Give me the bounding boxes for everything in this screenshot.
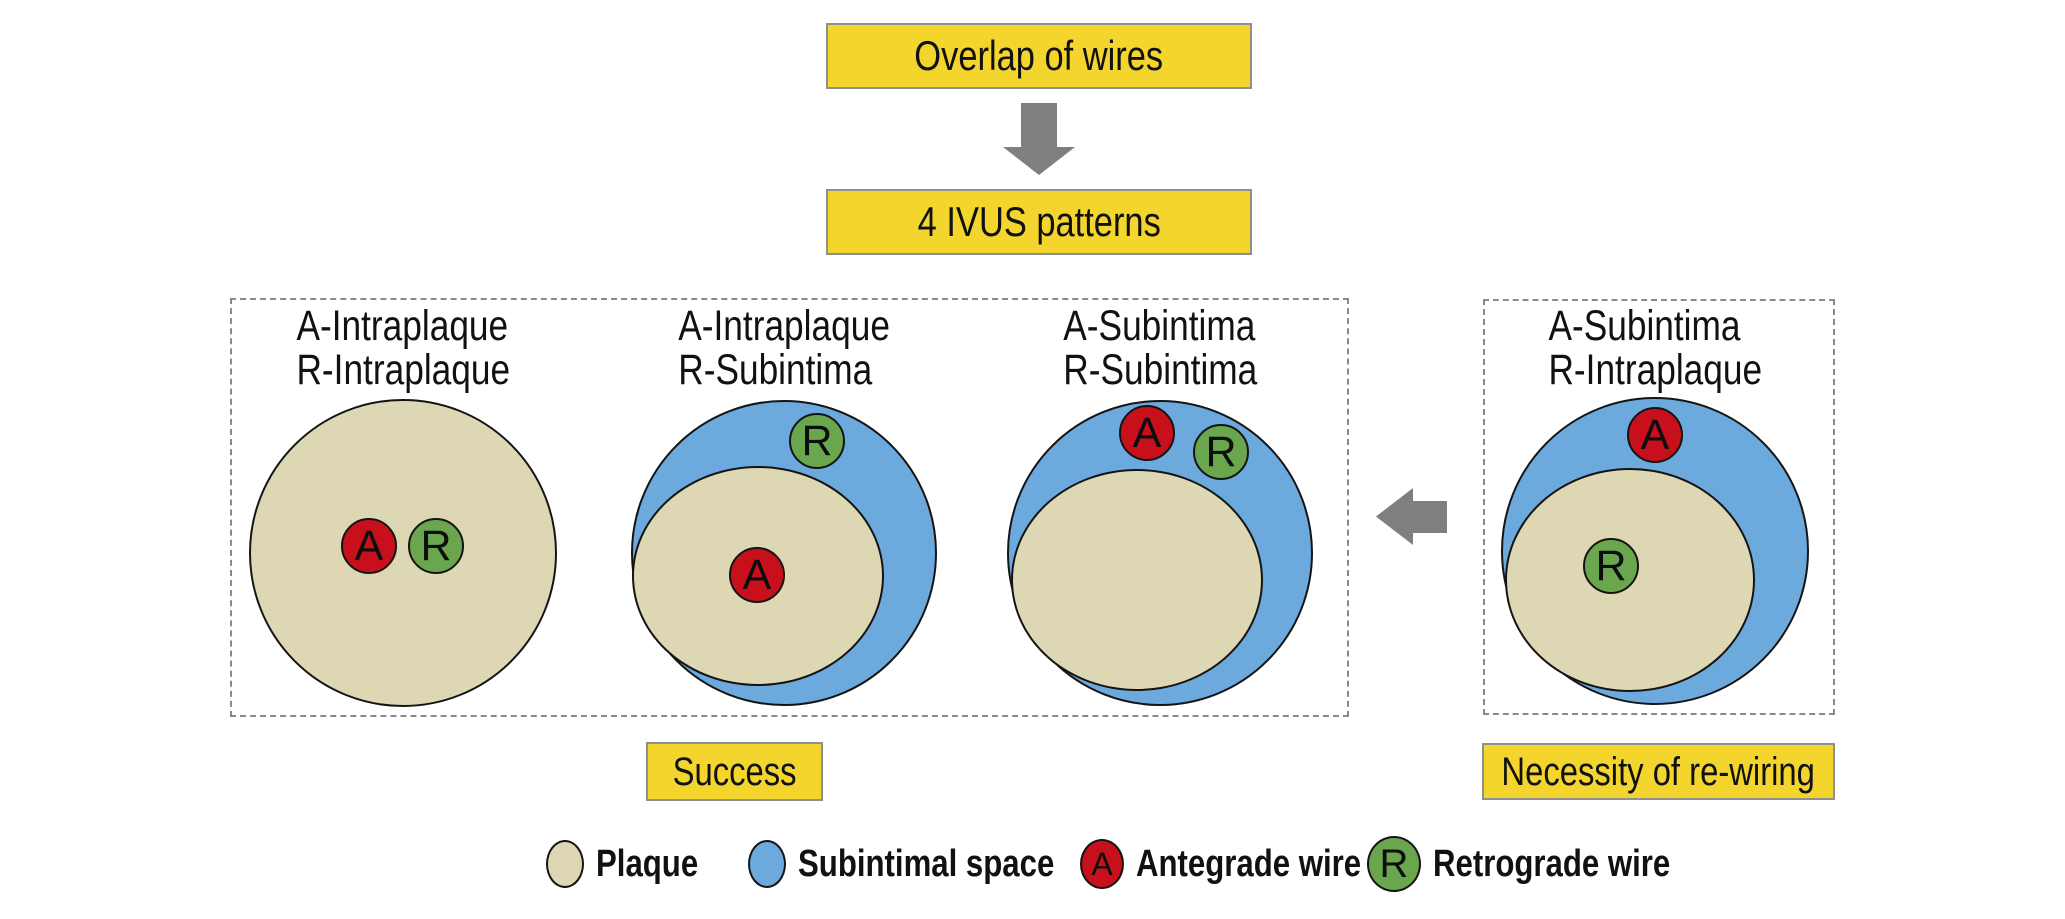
antegrade-wire-swatch-icon: A: [1080, 839, 1124, 889]
legend-item-retrograde-wire: R Retrograde wire: [1367, 834, 1722, 894]
ivus-patterns-label: 4 IVUS patterns: [917, 198, 1161, 245]
pattern-1-title-line2: R-Intraplaque: [296, 346, 510, 394]
pattern-a-intraplaque-r-subintima: A-Intraplaque R-Subintima R A: [624, 302, 944, 714]
overlap-of-wires-box: Overlap of wires: [826, 23, 1252, 89]
pattern-4-title: A-Subintima R-Intraplaque: [1455, 304, 1855, 392]
necessity-of-rewiring-label: Necessity of re-wiring: [1501, 749, 1816, 794]
pattern-3-title: A-Subintima R-Subintima: [960, 304, 1360, 392]
legend-item-subintimal-space: Subintimal space: [748, 834, 1111, 894]
antegrade-wire-legend-label: Antegrade wire: [1136, 842, 1362, 885]
retrograde-wire-marker: R: [1583, 538, 1639, 594]
success-box: Success: [646, 742, 823, 801]
retrograde-wire-marker: R: [408, 518, 464, 574]
overlap-of-wires-label: Overlap of wires: [914, 32, 1164, 79]
antegrade-wire-letter: A: [354, 521, 384, 570]
retrograde-wire-legend-label: Retrograde wire: [1433, 842, 1671, 885]
pattern-4-title-line1: A-Subintima: [1548, 302, 1741, 350]
subintimal-space-legend-label: Subintimal space: [798, 842, 1055, 885]
retrograde-swatch-letter: R: [1379, 842, 1409, 886]
retrograde-wire-marker: R: [1193, 424, 1249, 480]
legend-item-antegrade-wire: A Antegrade wire: [1080, 834, 1411, 894]
retrograde-wire-swatch-icon: R: [1367, 836, 1421, 892]
retrograde-wire-marker: R: [789, 413, 845, 469]
plaque-circle: [249, 399, 557, 707]
antegrade-wire-marker: A: [1627, 407, 1683, 463]
pattern-3-title-line2: R-Subintima: [1062, 346, 1258, 394]
ivus-patterns-box: 4 IVUS patterns: [826, 189, 1252, 255]
pattern-4-title-line2: R-Intraplaque: [1548, 346, 1762, 394]
antegrade-wire-letter: A: [1132, 408, 1162, 457]
rewiring-group-frame: [1483, 299, 1835, 715]
pattern-2-title: A-Intraplaque R-Subintima: [584, 304, 984, 392]
subintimal-space-swatch-icon: [748, 840, 786, 888]
antegrade-wire-marker: A: [729, 547, 785, 603]
pattern-a-intraplaque-r-intraplaque: A-Intraplaque R-Intraplaque A R: [243, 302, 563, 714]
success-group-frame: [230, 298, 1349, 717]
pattern-2-title-line2: R-Subintima: [678, 346, 873, 394]
retrograde-wire-letter: R: [420, 521, 452, 570]
arrow-left-icon: [1376, 488, 1447, 545]
pattern-1-title: A-Intraplaque R-Intraplaque: [203, 304, 603, 392]
plaque-swatch-icon: [546, 840, 584, 888]
legend-item-plaque: Plaque: [546, 834, 721, 894]
pattern-3-title-line1: A-Subintima: [1062, 302, 1256, 350]
arrow-down-icon: [1003, 103, 1075, 175]
necessity-of-rewiring-box: Necessity of re-wiring: [1482, 743, 1835, 800]
pattern-2-title-line1: A-Intraplaque: [678, 302, 890, 350]
antegrade-wire-letter: A: [742, 550, 772, 599]
pattern-1-title-line1: A-Intraplaque: [296, 302, 508, 350]
antegrade-wire-letter: A: [1640, 410, 1670, 459]
retrograde-wire-letter: R: [1205, 427, 1237, 476]
plaque-legend-label: Plaque: [596, 842, 699, 885]
pattern-a-subintima-r-intraplaque: A-Subintima R-Intraplaque A R: [1495, 302, 1815, 714]
retrograde-wire-letter: R: [801, 416, 833, 465]
pattern-a-subintima-r-subintima: A-Subintima R-Subintima A R: [1000, 302, 1320, 714]
retrograde-wire-letter: R: [1595, 541, 1627, 590]
antegrade-swatch-letter: A: [1091, 846, 1113, 882]
antegrade-wire-marker: A: [341, 518, 397, 574]
antegrade-wire-marker: A: [1119, 405, 1175, 461]
success-label: Success: [672, 749, 797, 794]
plaque-circle: [1011, 469, 1263, 691]
